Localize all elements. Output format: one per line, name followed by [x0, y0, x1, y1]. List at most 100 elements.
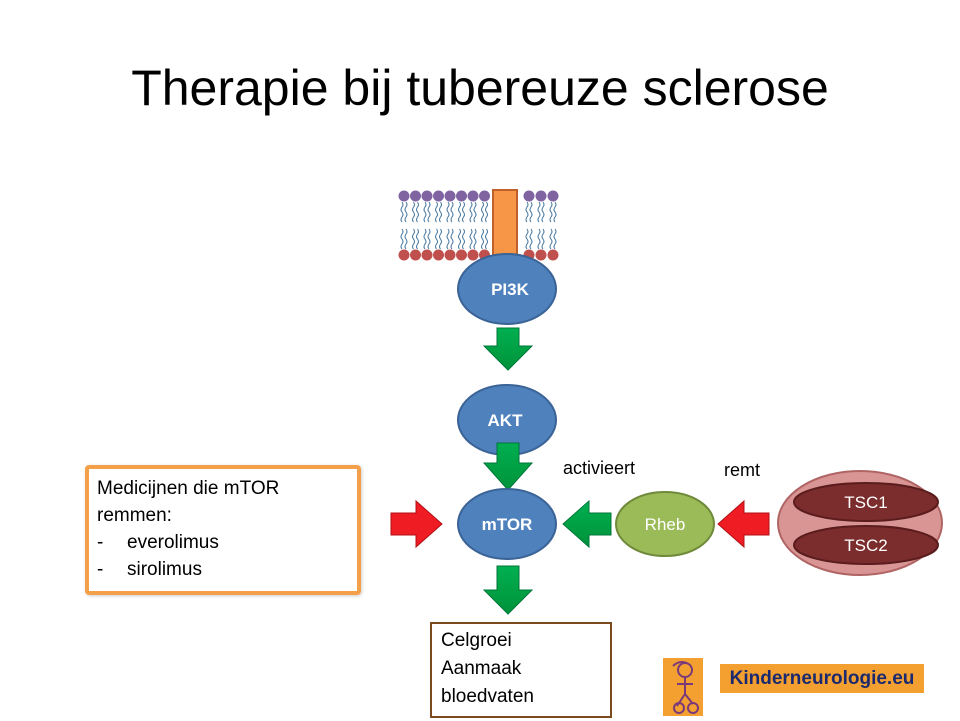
arrow-akt-to-mtor — [482, 442, 534, 491]
lipid-tail — [553, 201, 557, 223]
lipid-tail — [481, 228, 484, 250]
lipid-head-bottom — [410, 249, 421, 261]
lipid-tail — [473, 228, 477, 250]
node-rheb: Rheb — [615, 491, 715, 557]
node-akt-label: AKT — [488, 411, 524, 430]
node-akt: AKT — [457, 384, 557, 456]
effect-line: bloedvaten — [441, 686, 534, 707]
node-tsc1 — [793, 482, 939, 522]
lipid-tail — [541, 201, 545, 223]
lipid-tail — [549, 201, 553, 223]
lipid-tail — [404, 228, 408, 250]
node-mtor-label: mTOR — [482, 515, 533, 534]
lipid-tail — [404, 201, 408, 223]
lipid-tail — [541, 228, 545, 250]
lipid-tail — [400, 201, 404, 223]
lipid-head-bottom — [456, 249, 467, 261]
arrow-drug-inhibits-mtor — [390, 499, 443, 549]
lipid-head-bottom — [547, 249, 559, 261]
lipid-head-top — [547, 190, 559, 202]
lipid-tail — [412, 228, 415, 250]
lipid-tail — [458, 201, 461, 223]
node-pi3k-label: PI3K — [491, 280, 530, 299]
receptor-icon — [492, 189, 518, 265]
logo-text: Kinderneurologie.eu — [720, 664, 924, 693]
lipid-tail — [458, 228, 461, 250]
drug-name: sirolimus — [127, 559, 202, 580]
lipid-head-bottom — [398, 249, 410, 261]
lipid-head-top — [398, 190, 410, 202]
lipid-tail — [529, 228, 533, 250]
effect-line: Celgroei — [441, 630, 512, 651]
lipid-tail — [400, 228, 404, 250]
arrow-rheb-to-mtor — [562, 499, 612, 549]
drug-box-heading-line1: Medicijnen die mTOR — [97, 478, 280, 499]
lipid-tail — [427, 201, 431, 223]
lipid-tail — [549, 228, 553, 250]
node-tsc1-label: TSC1 — [844, 493, 887, 512]
site-logo: Kinderneurologie.eu — [663, 658, 928, 718]
lipid-tail — [416, 201, 419, 223]
arrow-tsc-inhibits-rheb — [717, 499, 770, 549]
drug-bullet: - — [97, 559, 104, 580]
lipid-tail — [435, 228, 438, 250]
lipid-tail — [485, 228, 488, 250]
lipid-tail — [537, 201, 541, 223]
drug-item: - sirolimus — [97, 556, 349, 583]
lipid-head-bottom — [433, 249, 444, 261]
lipid-tail — [529, 201, 533, 223]
arrow-mtor-to-effect — [482, 565, 534, 615]
lipid-tail — [446, 228, 450, 250]
lipid-tail — [481, 201, 484, 223]
lipid-head-bottom — [467, 249, 479, 261]
lipid-head-bottom — [444, 249, 456, 261]
effect-line: Aanmaak — [441, 658, 522, 679]
effect-box: Celgroei Aanmaak bloedvaten — [430, 622, 612, 718]
lipid-head-bottom — [421, 249, 433, 261]
label-inhibits: remt — [724, 460, 760, 480]
arrow-pi3k-to-akt — [482, 327, 534, 371]
drug-item: - everolimus — [97, 529, 349, 556]
lipid-tail — [435, 201, 438, 223]
drug-box: Medicijnen die mTOR remmen: - everolimus… — [85, 465, 361, 595]
lipid-tail — [469, 228, 473, 250]
node-tsc2 — [793, 525, 939, 565]
lipid-tail — [439, 228, 442, 250]
lipid-head-top — [410, 190, 421, 202]
lipid-head-top — [535, 190, 547, 202]
lipid-tail — [473, 201, 477, 223]
lipid-head-bottom — [535, 249, 547, 261]
lipid-head-top — [421, 190, 433, 202]
drug-bullet: - — [97, 532, 104, 553]
lipid-tail — [525, 201, 529, 223]
lipid-tail — [427, 228, 431, 250]
node-mtor: mTOR — [457, 488, 557, 560]
lipid-tail — [446, 201, 450, 223]
lipid-tail — [423, 228, 427, 250]
node-pi3k: PI3K — [457, 253, 557, 325]
lipid-tail — [439, 201, 442, 223]
node-tsc2-label: TSC2 — [844, 536, 887, 555]
logo-figure-icon — [663, 658, 703, 716]
lipid-head-top — [444, 190, 456, 202]
tsc-complex: TSC1 TSC2 — [777, 470, 943, 576]
lipid-head-top — [467, 190, 479, 202]
lipid-tail — [462, 201, 465, 223]
lipid-head-top — [523, 190, 535, 202]
cell-membrane — [398, 190, 559, 261]
lipid-tail — [469, 201, 473, 223]
lipid-tail — [462, 228, 465, 250]
lipid-tail — [450, 228, 454, 250]
page-title: Therapie bij tubereuze sclerose — [131, 60, 829, 116]
lipid-head-top — [433, 190, 444, 202]
lipid-tail — [412, 201, 415, 223]
label-activates: activieert — [563, 458, 635, 478]
lipid-tail — [450, 201, 454, 223]
lipid-tail — [537, 228, 541, 250]
lipid-head-top — [479, 190, 490, 202]
lipid-tail — [553, 228, 557, 250]
drug-box-heading-line2: remmen: — [97, 505, 172, 526]
lipid-tail — [416, 228, 419, 250]
lipid-tail — [423, 201, 427, 223]
